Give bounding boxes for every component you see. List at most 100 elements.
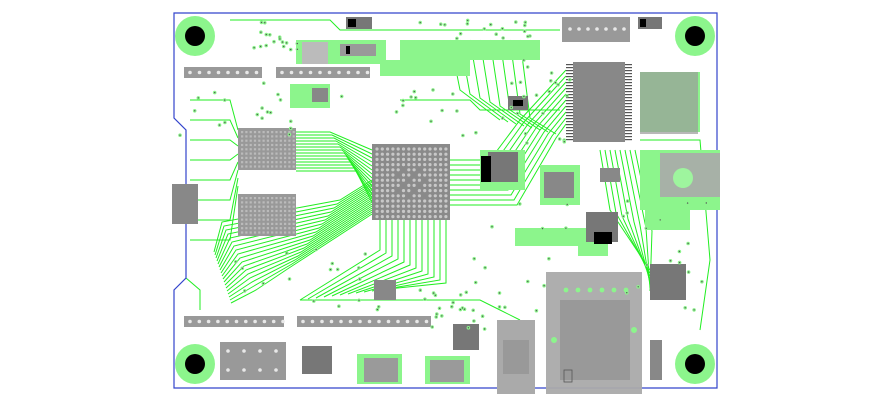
sdram-ball xyxy=(292,214,295,217)
sdram-ball xyxy=(245,218,248,221)
bga-ball xyxy=(396,194,400,198)
via-drill xyxy=(452,301,454,304)
via-drill xyxy=(491,226,493,228)
via-drill xyxy=(554,81,557,84)
sdram-ball xyxy=(275,197,278,200)
sdram-ball xyxy=(271,139,274,142)
qfp-pin xyxy=(625,106,632,108)
via-drill xyxy=(262,282,264,285)
via-drill xyxy=(435,316,437,318)
bga-ball xyxy=(433,163,437,167)
sdram-ball xyxy=(241,214,244,217)
trace xyxy=(190,99,239,131)
qfp-pin xyxy=(566,82,573,84)
sdram-ball xyxy=(279,218,282,221)
bga-ball xyxy=(444,178,448,182)
bga-ball xyxy=(423,173,427,177)
sdram-ball xyxy=(241,197,244,200)
sdram-ball xyxy=(253,135,257,138)
trace xyxy=(228,209,373,298)
bga-ball xyxy=(407,163,411,167)
via-drill xyxy=(459,33,462,35)
sdram-ball xyxy=(275,209,278,213)
via-drill xyxy=(669,260,672,262)
trace xyxy=(190,161,239,181)
via-drill xyxy=(269,34,271,36)
bga-ball xyxy=(433,168,437,172)
header-pin xyxy=(613,27,617,31)
header-pin xyxy=(242,368,246,372)
header-pin xyxy=(356,70,360,75)
small-ic-1 xyxy=(312,88,328,102)
bga-ball xyxy=(423,189,427,193)
sdram-ball xyxy=(253,205,257,208)
bga-ball xyxy=(386,194,390,198)
bga-ball xyxy=(401,189,406,193)
bga-ball xyxy=(439,178,443,182)
via-drill xyxy=(501,28,504,30)
bga-ball xyxy=(407,209,411,213)
sdram-ball xyxy=(284,161,287,164)
bga-ball xyxy=(423,168,427,172)
bga-ball xyxy=(391,189,395,193)
via-drill xyxy=(241,267,243,269)
header-pin xyxy=(346,70,351,75)
bga-ball xyxy=(407,147,411,151)
sdram-ball xyxy=(266,205,269,208)
trace xyxy=(379,220,441,291)
trace xyxy=(223,199,373,283)
via-drill xyxy=(279,38,281,40)
sdram-ball xyxy=(249,139,252,142)
header-pin xyxy=(367,319,372,324)
trace xyxy=(296,161,373,191)
sdram-ball xyxy=(266,231,269,234)
via-drill xyxy=(473,320,475,322)
via-drill xyxy=(341,95,343,98)
sdram-ball xyxy=(284,152,287,155)
via-drill xyxy=(495,33,497,35)
sdram-ball xyxy=(292,209,295,213)
sdram-ball xyxy=(258,148,261,151)
via-drill xyxy=(550,72,553,74)
sdram-ball xyxy=(284,214,287,217)
header-pin xyxy=(225,319,229,324)
bga-ball xyxy=(428,183,432,187)
bga-ball xyxy=(433,147,437,151)
sdram-ball xyxy=(279,197,282,200)
header-pin xyxy=(274,368,278,372)
sdram-ball xyxy=(279,231,282,234)
bga-ball xyxy=(439,173,443,177)
qfp-pin xyxy=(566,115,573,117)
via-drill xyxy=(498,306,501,308)
bga-ball xyxy=(386,209,390,213)
via-drill xyxy=(516,112,519,115)
sdram-ball xyxy=(266,197,269,200)
sdram-ball xyxy=(279,148,282,151)
header-pin xyxy=(405,319,410,324)
via-drill xyxy=(413,90,415,93)
header-pin xyxy=(327,70,332,75)
sdram-ball xyxy=(279,209,282,213)
via-drill xyxy=(438,307,441,309)
via-drill xyxy=(290,127,292,130)
sdram-ball xyxy=(284,156,287,159)
bga-ball xyxy=(380,157,384,161)
qfp-pin xyxy=(566,103,573,105)
bga-ball xyxy=(380,152,384,156)
qfp-pin xyxy=(625,112,632,114)
bga-ball xyxy=(433,178,437,182)
via-drill xyxy=(557,84,559,86)
bga-ball xyxy=(396,147,400,151)
bga-ball xyxy=(444,189,448,193)
bga-ball xyxy=(401,173,406,177)
bga-ball xyxy=(423,215,427,219)
trace xyxy=(230,213,373,304)
bga-ball xyxy=(412,194,416,198)
bga-ball xyxy=(401,204,406,208)
via-drill xyxy=(259,45,262,48)
sdram-ball xyxy=(292,148,295,151)
trace xyxy=(296,164,373,195)
rj45-pin xyxy=(587,287,593,293)
sdram-ball xyxy=(292,201,295,204)
via-drill xyxy=(269,111,272,114)
